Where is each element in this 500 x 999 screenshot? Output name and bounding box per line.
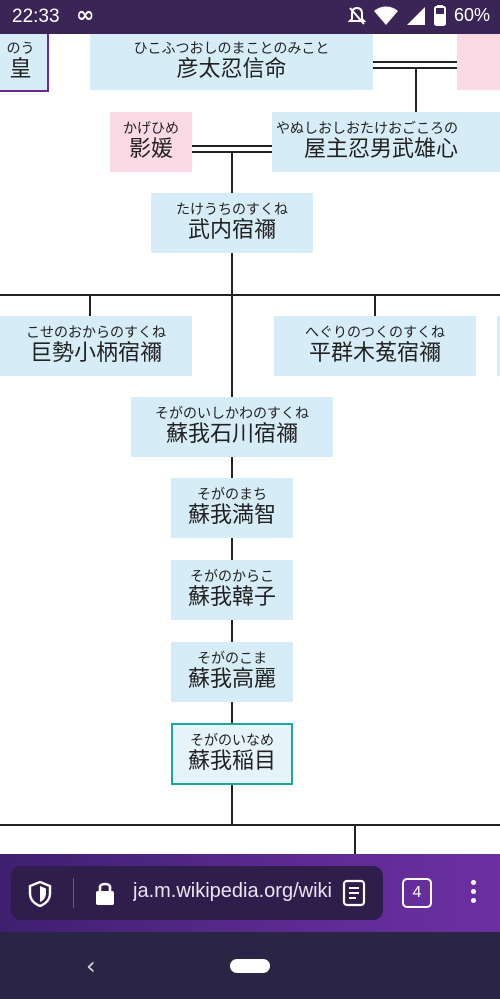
home-pill-icon[interactable] <box>230 959 270 973</box>
tree-edge <box>192 145 272 147</box>
back-icon[interactable]: ‹ <box>86 952 96 980</box>
bell-off-icon <box>347 6 366 25</box>
wifi-icon <box>373 6 398 25</box>
node-kana: たけうちのすくね <box>176 202 288 218</box>
tree-edge <box>373 67 457 69</box>
node-kanji: 蘇我石川宿禰 <box>165 422 298 447</box>
node-kagehime[interactable]: かげひめ 影媛 <box>110 112 192 172</box>
node-takeuchi[interactable]: たけうちのすくね 武内宿禰 <box>151 193 313 253</box>
node-machi[interactable]: そがのまち 蘇我満智 <box>171 478 293 538</box>
shield-icon[interactable] <box>28 881 52 907</box>
node-kana: そがのこま <box>197 651 267 667</box>
tree-edge <box>373 61 457 63</box>
node-partial-far-right[interactable] <box>497 316 500 376</box>
node-kanji: 武内宿禰 <box>187 218 276 243</box>
node-kanji: 皇 <box>9 57 32 82</box>
signal-icon <box>406 6 425 25</box>
node-kanji: 彦太忍信命 <box>176 57 287 82</box>
node-iname-current[interactable]: そがのいなめ 蘇我稲目 <box>171 723 293 785</box>
node-partial-right[interactable] <box>457 34 500 90</box>
menu-icon[interactable] <box>466 876 480 910</box>
battery-percent: 60% <box>453 5 490 25</box>
node-kose[interactable]: こせのおからのすくね 巨勢小柄宿禰 <box>0 316 192 376</box>
tree-edge <box>374 294 376 316</box>
browser-toolbar: ja.m.wikipedia.org/wiki 4 <box>0 854 500 932</box>
tab-count: 4 <box>412 884 422 901</box>
node-kana: そがのまち <box>197 487 267 503</box>
tree-edge <box>0 824 500 826</box>
tree-edge <box>354 824 356 854</box>
url-bar[interactable]: ja.m.wikipedia.org/wiki <box>11 866 383 920</box>
status-bar: 22:33 ∞ 60% <box>0 0 500 34</box>
genealogy-tree: のう 皇 ひこふつおしのまことのみこと 彦太忍信命 かげひめ 影媛 やぬしおしお… <box>0 34 500 854</box>
tabs-button[interactable]: 4 <box>402 878 432 908</box>
node-karako[interactable]: そがのからこ 蘇我韓子 <box>171 560 293 620</box>
node-kana: のう <box>6 41 35 57</box>
node-hikofutsu[interactable]: ひこふつおしのまことのみこと 彦太忍信命 <box>90 34 373 90</box>
url-divider <box>73 878 74 908</box>
tree-edge <box>89 294 91 316</box>
battery-icon <box>433 5 446 26</box>
node-kana: ひこふつおしのまことのみこと <box>133 41 330 57</box>
system-nav-bar: ‹ <box>0 932 500 999</box>
node-yanushi[interactable]: やぬしおしおたけおごころの 屋主忍男武雄心 <box>272 112 500 172</box>
node-kana: こせのおからのすくね <box>26 325 166 341</box>
node-kanji: 屋主忍男武雄心 <box>304 137 459 162</box>
node-kanji: 平群木菟宿禰 <box>308 341 441 366</box>
node-kanji: 巨勢小柄宿禰 <box>29 341 162 366</box>
status-icons: 60% <box>347 5 490 26</box>
node-kana: やぬしおしおたけおごころの <box>276 121 458 137</box>
node-kanji: 蘇我稲目 <box>187 749 276 774</box>
node-top-left-partial[interactable]: のう 皇 <box>0 34 49 92</box>
node-kanji: 蘇我満智 <box>187 503 276 528</box>
node-koma[interactable]: そがのこま 蘇我高麗 <box>171 642 293 702</box>
node-kana: かげひめ <box>123 121 179 137</box>
node-heguri[interactable]: へぐりのつくのすくね 平群木菟宿禰 <box>274 316 476 376</box>
node-kanji: 蘇我高麗 <box>187 667 276 692</box>
node-kanji: 影媛 <box>128 137 173 162</box>
tree-edge <box>192 151 272 153</box>
tree-edge <box>415 69 417 113</box>
lock-icon <box>96 882 114 905</box>
tree-edge <box>231 253 233 825</box>
node-kana: そがのからこ <box>190 569 274 585</box>
node-kana: そがのいしかわのすくね <box>155 406 309 422</box>
tree-edge <box>231 153 233 193</box>
reader-mode-icon[interactable] <box>342 879 366 907</box>
node-kana: へぐりのつくのすくね <box>305 325 445 341</box>
node-kanji: 蘇我韓子 <box>187 585 276 610</box>
node-ishikawa[interactable]: そがのいしかわのすくね 蘇我石川宿禰 <box>131 397 333 457</box>
url-text[interactable]: ja.m.wikipedia.org/wiki <box>133 880 332 902</box>
infinity-icon: ∞ <box>76 3 95 28</box>
tree-edge <box>0 294 500 296</box>
clock: 22:33 <box>12 6 60 27</box>
node-kana: そがのいなめ <box>190 733 274 749</box>
